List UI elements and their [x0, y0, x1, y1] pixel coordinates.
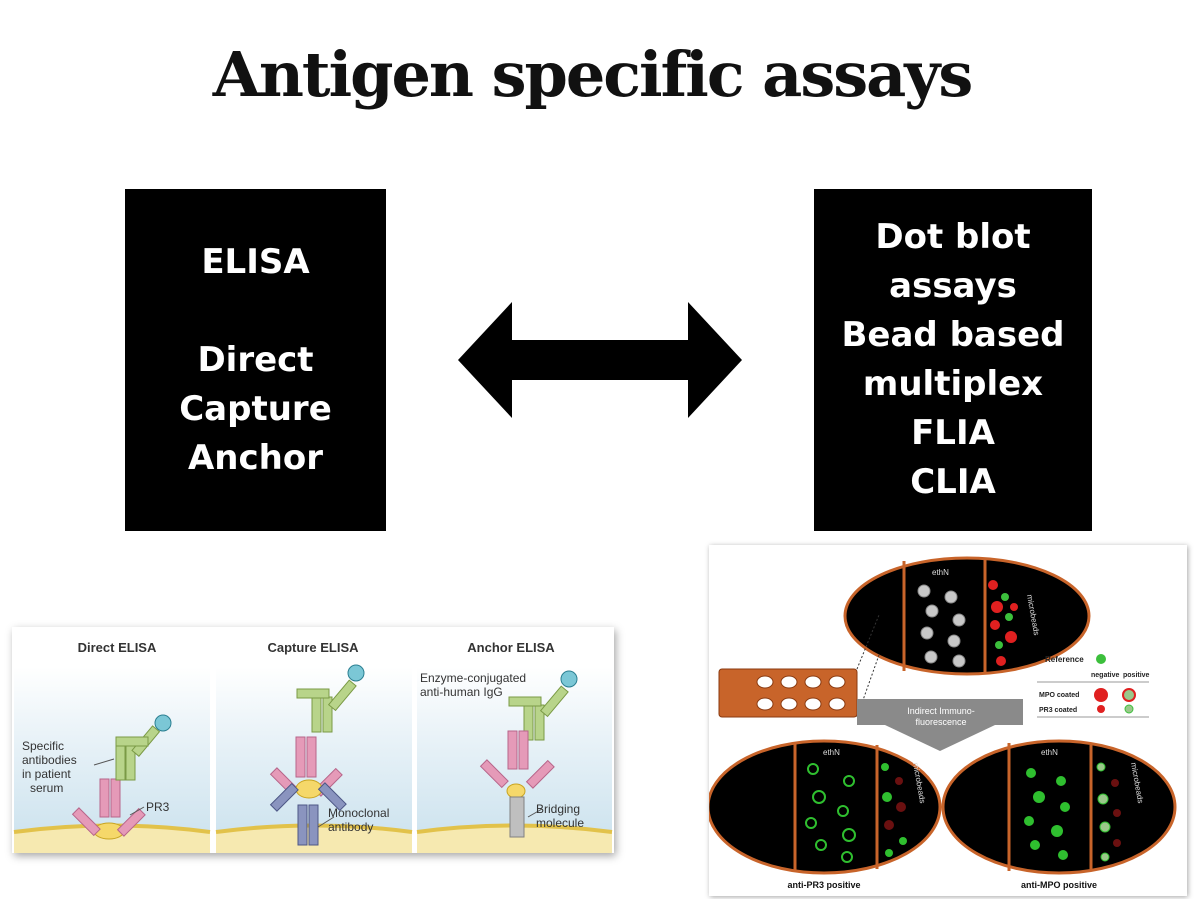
flia-label: FLIA: [911, 413, 995, 453]
anti-pr3-oval: ethN microbeads anti-PR3 positive: [709, 739, 942, 890]
monoclonal-label-2: antibody: [328, 820, 373, 834]
bridging-label-1: Bridging: [536, 802, 580, 816]
assays-label: assays: [889, 266, 1017, 306]
slide-strip: [718, 614, 880, 718]
ethn-top-label: ethN: [932, 568, 949, 577]
bead-legend: Reference negative positive MPO coated P…: [1037, 654, 1150, 718]
specific-antibodies-label-1: Specific: [22, 739, 64, 753]
ethn-left-label: ethN: [823, 748, 840, 757]
reference-oval: ethN microbeads: [843, 556, 1091, 676]
direct-elisa-illustration: Specific antibodies in patient serum PR3: [22, 714, 172, 840]
anchor-elisa-illustration: Enzyme-conjugated anti-human IgG Bridgin…: [420, 670, 584, 838]
enzyme-label-2: anti-human IgG: [420, 685, 503, 699]
ethn-right-label: ethN: [1041, 748, 1058, 757]
bridging-label-2: molecule: [536, 816, 584, 830]
positive-label: positive: [1123, 672, 1150, 679]
capture-elisa-title: Capture ELISA: [267, 640, 359, 655]
elisa-diagram: Direct ELISA Capture ELISA Anchor ELISA …: [12, 627, 614, 853]
indirect-label-2: fluorescence: [915, 717, 966, 727]
pr3-coated-label: PR3 coated: [1039, 707, 1077, 714]
other-assays-box: Dot blot assays Bead based multiplex FLI…: [814, 189, 1092, 531]
mpo-coated-label: MPO coated: [1039, 692, 1079, 699]
dot-blot-label: Dot blot: [875, 217, 1031, 257]
indirect-label-1: Indirect Immuno-: [907, 706, 975, 716]
slide-title: Antigen specific assays: [212, 38, 974, 111]
capture-elisa-illustration: Monoclonal antibody: [269, 664, 389, 846]
monoclonal-label-1: Monoclonal: [328, 806, 389, 820]
clia-label: CLIA: [910, 462, 996, 502]
specific-antibodies-label-2: antibodies: [22, 753, 77, 767]
anti-mpo-oval: ethN microbeads anti-MPO positive: [941, 739, 1177, 890]
multiplex-label: multiplex: [862, 364, 1044, 404]
down-arrow: Indirect Immuno- fluorescence: [857, 699, 1023, 751]
bead-based-label: Bead based: [841, 315, 1065, 355]
anchor-elisa-title: Anchor ELISA: [467, 640, 555, 655]
capture-label: Capture: [179, 388, 332, 429]
double-arrow-icon: [458, 302, 742, 418]
anchor-label: Anchor: [187, 437, 323, 478]
enzyme-label-1: Enzyme-conjugated: [420, 671, 526, 685]
negative-label: negative: [1091, 672, 1120, 679]
elisa-methods-box: ELISA Direct Capture Anchor: [125, 189, 386, 531]
direct-elisa-title: Direct ELISA: [78, 640, 157, 655]
direct-label: Direct: [197, 339, 314, 380]
pr3-label: PR3: [146, 800, 170, 814]
fluorescence-diagram: ethN microbeads Reference negative posit…: [709, 545, 1187, 896]
elisa-label: ELISA: [201, 241, 310, 282]
anti-mpo-caption: anti-MPO positive: [1021, 880, 1097, 890]
reference-label: Reference: [1045, 655, 1084, 664]
specific-antibodies-label-3: in patient: [22, 767, 71, 781]
specific-antibodies-label-4: serum: [30, 781, 63, 795]
anti-pr3-caption: anti-PR3 positive: [787, 880, 860, 890]
